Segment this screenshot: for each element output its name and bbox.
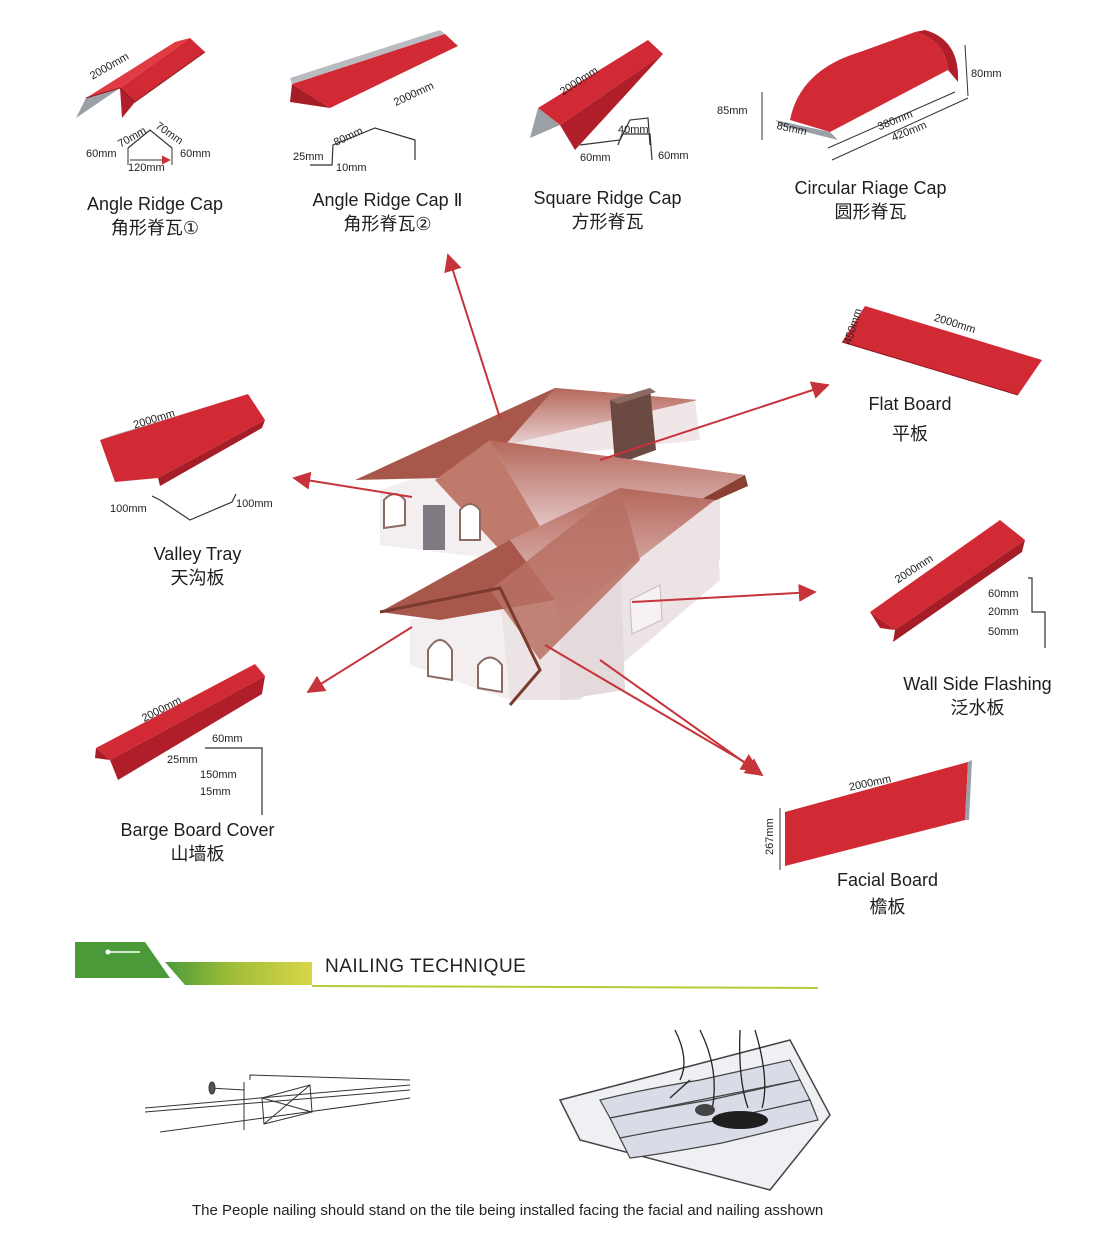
dim-arc1-width: 120mm: [128, 162, 165, 174]
arrow-to-barge-board: [306, 626, 413, 693]
square-ridge-cap-label: Square Ridge Cap 方形脊瓦: [520, 186, 695, 234]
dim-arc1-right: 60mm: [180, 148, 211, 160]
dim-bbc-top: 60mm: [212, 733, 243, 745]
circular-ridge-cap-name: Circular Riage Cap: [794, 178, 947, 198]
dim-fcb-height: 267mm: [764, 818, 776, 855]
nailing-header-band: [75, 942, 819, 989]
dim-arc2-left: 25mm: [293, 151, 324, 163]
dim-bbc-left: 25mm: [167, 754, 198, 766]
barge-board-cover-illustration: [95, 664, 265, 815]
valley-tray-name: Valley Tray: [153, 544, 242, 564]
barge-board-cover-label: Barge Board Cover 山墙板: [105, 818, 290, 866]
angle-ridge-cap-1-label: Angle Ridge Cap 角形脊瓦①: [70, 192, 240, 240]
dim-vt-left: 100mm: [110, 503, 147, 515]
angle-ridge-cap-1-illustration: [76, 38, 206, 165]
square-ridge-cap-cn: 方形脊瓦: [571, 212, 644, 232]
flat-board-name: Flat Board: [868, 394, 952, 414]
wall-side-flashing-name: Wall Side Flashing: [903, 674, 1052, 694]
dim-bbc-height: 150mm: [200, 769, 237, 781]
barge-board-cover-cn: 山墙板: [170, 844, 225, 864]
dim-vt-right: 100mm: [236, 498, 273, 510]
wall-side-flashing-label: Wall Side Flashing 泛水板: [885, 672, 1070, 720]
flat-board-cn: 平板: [892, 424, 928, 444]
dim-arc1-left: 60mm: [86, 148, 117, 160]
square-ridge-cap-name: Square Ridge Cap: [533, 188, 682, 208]
dim-crc-height: 85mm: [717, 105, 748, 117]
flat-board-illustration: [841, 306, 1042, 396]
flat-board-label: Flat Board 平板: [850, 392, 970, 446]
dim-src-right: 60mm: [658, 150, 689, 162]
angle-ridge-cap-2-label: Angle Ridge Cap Ⅱ 角形脊瓦②: [300, 188, 475, 236]
angle-ridge-cap-2-cn: 角形脊瓦②: [343, 214, 432, 234]
valley-tray-cn: 天沟板: [170, 568, 225, 588]
facial-board-illustration: [779, 760, 972, 870]
facial-board-name: Facial Board: [836, 870, 939, 890]
wall-side-flashing-cn: 泛水板: [950, 698, 1005, 718]
dim-arc2-lip: 10mm: [336, 162, 367, 174]
arrow-to-angle-ridge-cap-2: [444, 253, 501, 419]
angle-ridge-cap-2-name: Angle Ridge Cap Ⅱ: [312, 190, 463, 210]
circular-ridge-cap-illustration: [761, 30, 969, 161]
barge-board-cover-name: Barge Board Cover: [120, 820, 275, 840]
facial-board-label: Facial Board 檐板: [820, 868, 955, 919]
nailing-section-diagram: [144, 1074, 411, 1133]
dim-src-top: 40mm: [618, 124, 649, 136]
nailing-instruction-text: The People nailing should stand on the t…: [192, 1202, 824, 1219]
valley-tray-label: Valley Tray 天沟板: [135, 542, 260, 590]
arrow-to-wall-side-flashing: [631, 583, 817, 603]
angle-ridge-cap-2-illustration: [290, 30, 458, 166]
pointer-arrows: [292, 253, 830, 777]
dim-src-left: 60mm: [580, 152, 611, 164]
circular-ridge-cap-label: Circular Riage Cap 圆形脊瓦: [778, 176, 963, 224]
angle-ridge-cap-1-name: Angle Ridge Cap: [86, 194, 224, 214]
dim-wsf-a: 60mm: [988, 588, 1019, 600]
house-illustration: [355, 388, 748, 706]
square-ridge-cap-illustration: [530, 40, 663, 161]
wall-side-flashing-illustration: [870, 520, 1046, 648]
arrow-to-valley-tray: [292, 471, 413, 498]
dim-crc-rise: 80mm: [971, 68, 1002, 80]
valley-tray-illustration: [100, 392, 265, 521]
arrow-to-flat-board: [599, 381, 830, 461]
nailing-installer-illustration: [558, 1029, 831, 1191]
nailing-technique-title: NAILING TECHNIQUE: [325, 956, 527, 977]
arrow-to-facial-board-2: [544, 644, 760, 771]
circular-ridge-cap-cn: 圆形脊瓦: [834, 202, 907, 222]
angle-ridge-cap-1-cn: 角形脊瓦①: [110, 218, 200, 238]
dim-wsf-b: 20mm: [988, 606, 1019, 618]
dim-wsf-c: 50mm: [988, 626, 1019, 638]
dim-bbc-lip: 15mm: [200, 786, 231, 798]
facial-board-cn: 檐板: [869, 897, 906, 917]
